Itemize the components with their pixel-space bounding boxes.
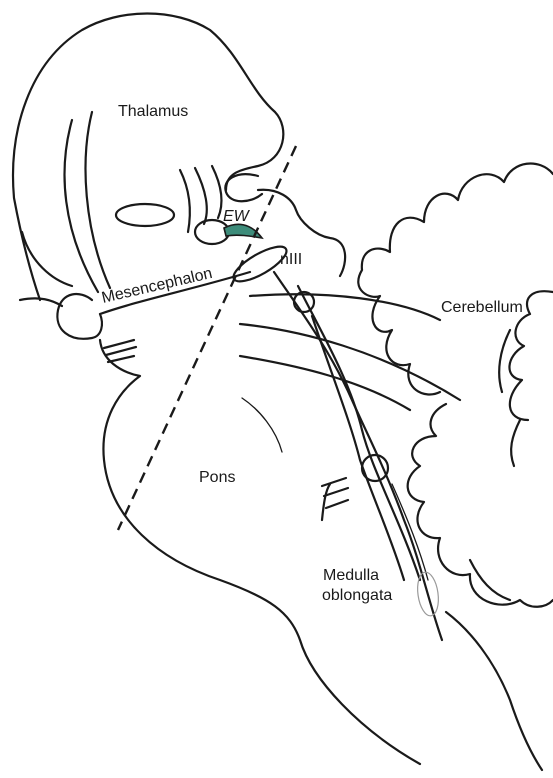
cranial-nerve-stub-3 (108, 356, 134, 362)
label-ew: EW (223, 208, 251, 225)
medulla-posterior-outline (446, 612, 542, 770)
peduncle-line-2 (240, 356, 410, 410)
label-niii: nIII (280, 251, 302, 268)
thalamus-inner-contour-6 (212, 166, 221, 218)
facial-nerve-stub-1 (322, 478, 346, 486)
cerebellum-fold-2 (511, 420, 520, 466)
cerebellum-fold-1 (499, 330, 510, 392)
peduncle-line-3 (250, 294, 440, 320)
label-cerebellum: Cerebellum (441, 299, 523, 316)
optic-stalk (20, 298, 62, 306)
thalamus-inner-contour-3 (22, 232, 72, 286)
superior-colliculus-curl (225, 174, 262, 201)
thalamus-inner-contour-5 (195, 168, 207, 224)
pons-anterior-contour (100, 340, 420, 764)
mammillary-body (57, 294, 102, 339)
thalamus-inner-contour-2 (86, 112, 110, 288)
label-pons: Pons (199, 469, 235, 486)
cranial-nerve-stub-1 (104, 340, 134, 348)
facial-nerve-stub-3 (326, 500, 348, 508)
label-medulla-line1: Medulla (323, 567, 379, 584)
pons-faint-curve-1 (242, 398, 282, 452)
label-thalamus: Thalamus (118, 103, 188, 120)
label-medulla-line2: oblongata (322, 587, 392, 604)
cerebellum-outline (358, 164, 553, 607)
pons-inner-line (322, 484, 330, 520)
aqueduct-wall-3 (312, 316, 404, 580)
thalamus-inner-contour-4 (180, 170, 190, 232)
cranial-nerve-stub-2 (106, 347, 136, 355)
thalamus-oval (116, 204, 174, 226)
thalamus-inner-contour-1 (65, 120, 98, 292)
